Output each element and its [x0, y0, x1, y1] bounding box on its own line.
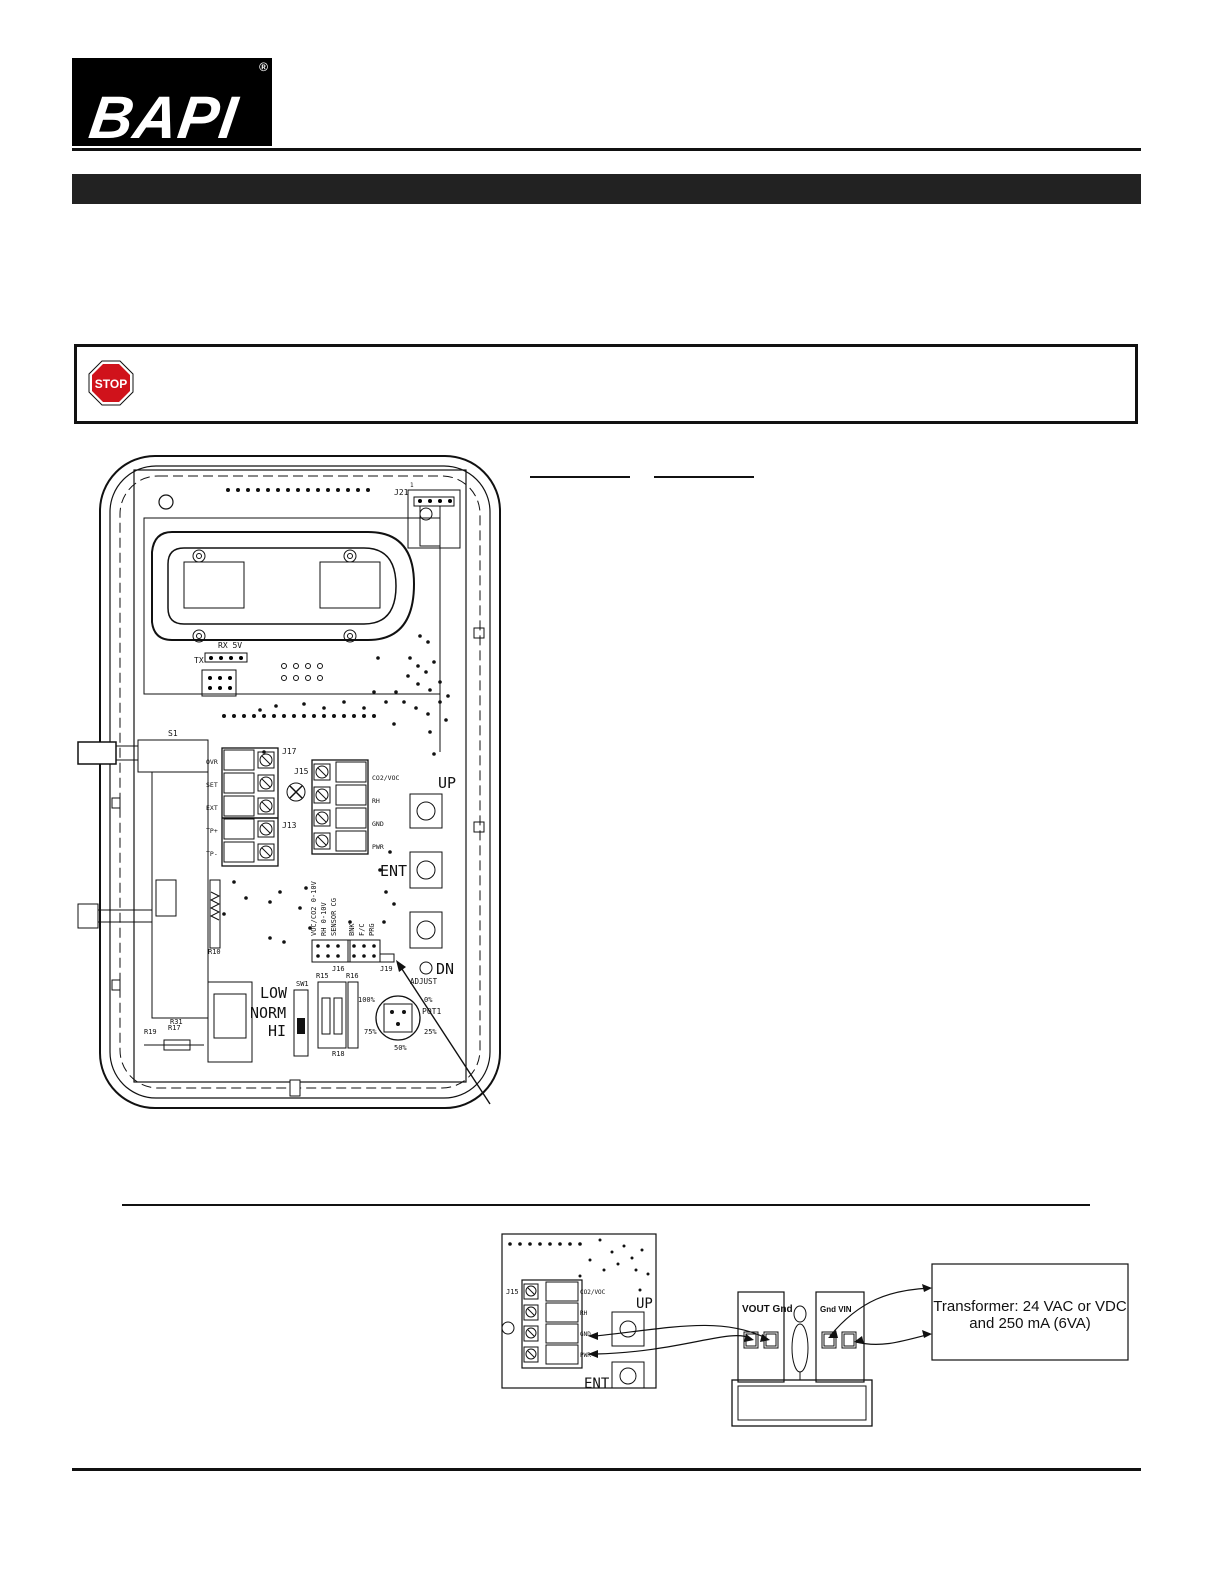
- pot-mark-100: 100%: [358, 996, 376, 1004]
- j19-label: J19: [380, 965, 393, 973]
- stop-sign-icon: STOP: [88, 360, 134, 406]
- pot-mark-50: 50%: [394, 1044, 407, 1052]
- transformer-line-2: and 250 mA (6VA): [969, 1315, 1090, 1332]
- wiring-terminal-label: RH: [580, 1310, 588, 1317]
- wiring-ent-label: ENT: [584, 1376, 610, 1392]
- pot-mark-0: 0%: [424, 996, 433, 1004]
- adjust-label: ADJUST: [410, 977, 438, 986]
- header-rule: [72, 148, 1141, 151]
- jumper-label: SENSOR CG: [330, 898, 338, 936]
- transformer-line-1: Transformer: 24 VAC or VDC: [933, 1298, 1127, 1315]
- pot-mark-75: 75%: [364, 1028, 377, 1036]
- j21-label: J21: [394, 488, 409, 497]
- jumper-label: F/C: [358, 923, 366, 936]
- left-terminal-label: TP-: [206, 850, 218, 858]
- svg-text:1: 1: [410, 482, 414, 489]
- device-pcb-diagram: J21 1 RX 5V TX S1 J17 J13 OVR SET EXT TP+ TP…: [77, 455, 501, 1109]
- sw-hi-label: HI: [268, 1022, 286, 1040]
- right-terminal-label: PWR: [372, 843, 384, 851]
- j17-label: J17: [282, 747, 297, 756]
- r18-label: R18: [332, 1050, 345, 1058]
- jumper-label: VOC/CO2 0-10V: [310, 880, 318, 936]
- wiring-j15-label: J15: [506, 1288, 519, 1296]
- footer-rule: [72, 1468, 1141, 1471]
- ent-button-label: ENT: [380, 862, 407, 880]
- wiring-up-label: UP: [636, 1296, 653, 1312]
- module-vout-gnd: VOUT Gnd: [742, 1304, 793, 1315]
- up-button-label: UP: [438, 774, 456, 792]
- j16-label: J16: [332, 965, 345, 973]
- bapi-logo: ® BAPI: [72, 58, 272, 151]
- wiring-diagram: CO2/VOC RH GND PWR J15 UP ENT VOUT Gnd Gnd …: [501, 1233, 1129, 1427]
- sw-low-label: LOW: [260, 984, 288, 1002]
- jumper-label: BNK: [348, 923, 356, 936]
- r17-label: R17: [168, 1024, 181, 1032]
- r19-label: R19: [144, 1028, 157, 1036]
- r16-label: R16: [346, 972, 359, 980]
- module-gnd-vin: Gnd VIN: [820, 1305, 852, 1314]
- r10-label: R10: [208, 948, 221, 956]
- power-module-base: [731, 1379, 873, 1427]
- r15-label: R15: [316, 972, 329, 980]
- sw-norm-label: NORM: [250, 1004, 286, 1022]
- right-terminal-label: GND: [372, 820, 384, 828]
- pot1-label: POT1: [422, 1007, 441, 1016]
- right-terminal-label: CO2/VOC: [372, 774, 399, 782]
- heading-underline-2: [654, 476, 754, 478]
- logo-wordmark: BAPI: [85, 84, 243, 151]
- tx-label: TX: [194, 656, 204, 665]
- transformer-box: [931, 1263, 1129, 1361]
- dn-button-label: DN: [436, 960, 454, 978]
- left-terminal-label: TP+: [206, 827, 218, 835]
- registered-mark: ®: [259, 60, 268, 74]
- sw1-label: SW1: [296, 980, 309, 988]
- r31-label: R31: [170, 1018, 183, 1026]
- section-title-bar: [72, 174, 1141, 204]
- section-divider: [122, 1204, 1090, 1206]
- left-terminal-label: SET: [206, 781, 218, 789]
- caution-box: [74, 344, 1138, 424]
- pot-mark-25: 25%: [424, 1028, 437, 1036]
- j13-label: J13: [282, 821, 297, 830]
- enclosure-inner: [109, 465, 491, 1099]
- s1-label: S1: [168, 729, 178, 738]
- j15-label: J15: [294, 767, 309, 776]
- wiring-terminal-label: CO2/VOC: [580, 1289, 606, 1296]
- stop-sign-label: STOP: [95, 377, 127, 391]
- left-terminal-label: OVR: [206, 758, 218, 766]
- pcb-excerpt: [501, 1233, 657, 1389]
- wiring-terminal-label: PWR: [580, 1352, 591, 1359]
- enclosure-outer: [99, 455, 501, 1109]
- jumper-label: PRG: [368, 923, 376, 936]
- right-terminal-label: RH: [372, 797, 380, 805]
- heading-underline-1: [530, 476, 630, 478]
- rx-5v-label: RX 5V: [218, 641, 242, 650]
- left-terminal-label: EXT: [206, 804, 218, 812]
- jumper-label: RH 0-10V: [320, 901, 328, 936]
- wiring-terminal-label: GND: [580, 1331, 591, 1338]
